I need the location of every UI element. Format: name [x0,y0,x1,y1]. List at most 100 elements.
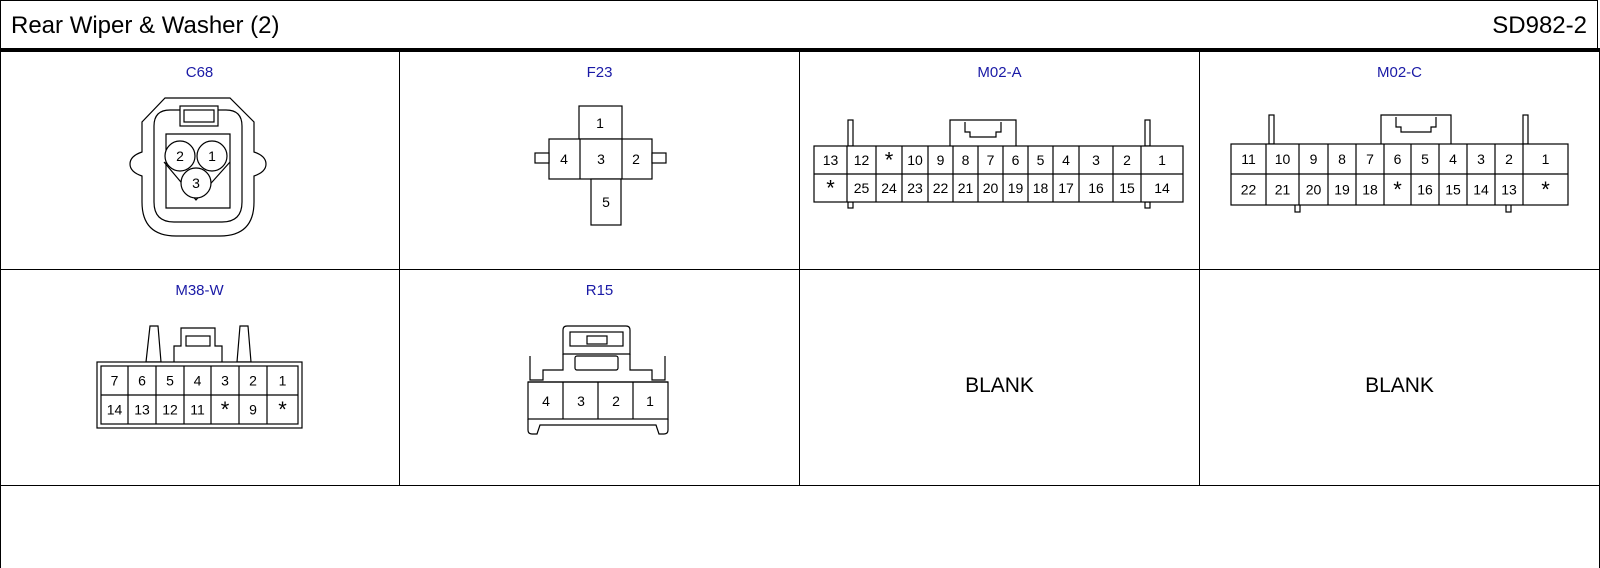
m02a-pin: 14 [1154,180,1170,196]
m02a-pin: 17 [1058,180,1074,196]
m02c-pin: 8 [1338,151,1346,167]
m02a-pin: 15 [1119,180,1135,196]
m02c-pin: 10 [1275,151,1291,167]
cell-blank-1: BLANK [800,270,1200,486]
m02a-pin: 2 [1123,152,1131,168]
m02a-pin: 25 [854,180,870,196]
m02c-pin: 5 [1421,151,1429,167]
f23-pin: 1 [596,115,604,131]
diagram-code: SD982-2 [1492,12,1587,39]
cell-f23: F23 1 4 3 2 5 [400,52,800,270]
m02a-pin: 23 [907,180,923,196]
r15-pin: 1 [646,393,654,409]
m02c-pin: 18 [1362,182,1378,198]
m02c-pin: * [1393,177,1402,202]
m38w-pin: 2 [249,373,257,389]
empty-row [0,486,1600,568]
f23-pin: 5 [602,194,610,210]
connector-r15-diagram: 4 3 2 1 [527,325,669,435]
m02a-pin: 1 [1158,152,1166,168]
connector-grid: C68 2 1 3 F23 1 4 3 [0,52,1600,568]
m02a-pin: * [885,148,894,173]
blank-label: BLANK [1365,374,1434,397]
header-rule [0,48,1600,52]
m02a-pin: * [826,176,835,201]
m02a-pin: 8 [962,152,970,168]
m02c-pin: 4 [1449,151,1457,167]
m38w-pin: 5 [166,373,174,389]
cell-c68: C68 2 1 3 [0,52,400,270]
m02a-pin: 13 [823,152,839,168]
m38w-pin: 14 [107,402,123,418]
m02c-pin: 3 [1477,151,1485,167]
m02c-pin: 9 [1310,151,1318,167]
m02a-pin: 12 [854,152,870,168]
m02c-pin: 20 [1306,182,1322,198]
m02a-pin: 7 [987,152,995,168]
m02c-pin: 11 [1241,151,1256,167]
cell-blank-2: BLANK [1200,270,1600,486]
header-bar: Rear Wiper & Washer (2) SD982-2 [0,0,1598,48]
m38w-pin: * [278,397,287,422]
m02a-pin: 5 [1037,152,1045,168]
m38w-pin: 4 [194,373,202,389]
m02a-pin: 24 [881,180,897,196]
m38w-pin: 3 [221,373,229,389]
m02a-pin: 9 [937,152,945,168]
m02a-pin: 4 [1062,152,1070,168]
m02c-pin: 22 [1241,182,1257,198]
m38w-pin: 1 [279,373,287,389]
m38w-pin: 7 [111,373,119,389]
r15-pin: 2 [612,393,620,409]
m38w-pin: 12 [162,402,178,418]
m02c-pin: 2 [1505,151,1513,167]
m02a-pin: 20 [983,180,999,196]
c68-pin: 3 [192,175,200,191]
m02c-pin: 7 [1366,151,1374,167]
f23-pin: 2 [632,151,640,167]
m02c-pin: 1 [1542,151,1550,167]
cell-r15: R15 4 3 2 1 [400,270,800,486]
m02c-pin: 13 [1501,182,1517,198]
connector-label-c68: C68 [185,64,214,81]
m02c-pin: 14 [1473,182,1489,198]
connector-label-m38w: M38-W [175,282,224,299]
m02c-pin: 6 [1394,151,1402,167]
connector-label-m02c: M02-C [1376,64,1422,81]
r15-pin: 3 [577,393,585,409]
f23-pin: 3 [597,151,605,167]
m38w-pin: 11 [190,402,205,418]
m02a-pin: 3 [1092,152,1100,168]
page-title: Rear Wiper & Washer (2) [11,12,280,39]
m02c-pin: 19 [1334,182,1350,198]
m02a-pin: 10 [907,152,923,168]
m38w-pin: 13 [134,402,150,418]
m02a-pin: 18 [1033,180,1049,196]
m02a-pin: 16 [1088,180,1104,196]
connector-label-r15: R15 [585,282,614,299]
m02a-pin: 22 [933,180,949,196]
connector-c68-diagram: 2 1 3 [129,97,267,237]
c68-pin: 1 [208,148,216,164]
connector-label-f23: F23 [586,64,613,81]
m38w-pin: 6 [138,373,146,389]
m02a-pin: 6 [1012,152,1020,168]
c68-pin: 2 [176,148,184,164]
m02c-pin: 16 [1417,182,1433,198]
f23-pin: 4 [560,151,568,167]
m02c-pin: 15 [1445,182,1461,198]
connector-f23-diagram: 1 4 3 2 5 [534,105,667,226]
m02a-pin: 19 [1008,180,1024,196]
connector-label-m02a: M02-A [977,64,1022,81]
m02c-pin: 21 [1275,182,1291,198]
r15-pin: 4 [542,393,550,409]
m38w-pin: 9 [249,402,257,418]
blank-label: BLANK [965,374,1034,397]
m02c-pin: * [1541,177,1550,202]
m02a-pin: 21 [958,180,974,196]
